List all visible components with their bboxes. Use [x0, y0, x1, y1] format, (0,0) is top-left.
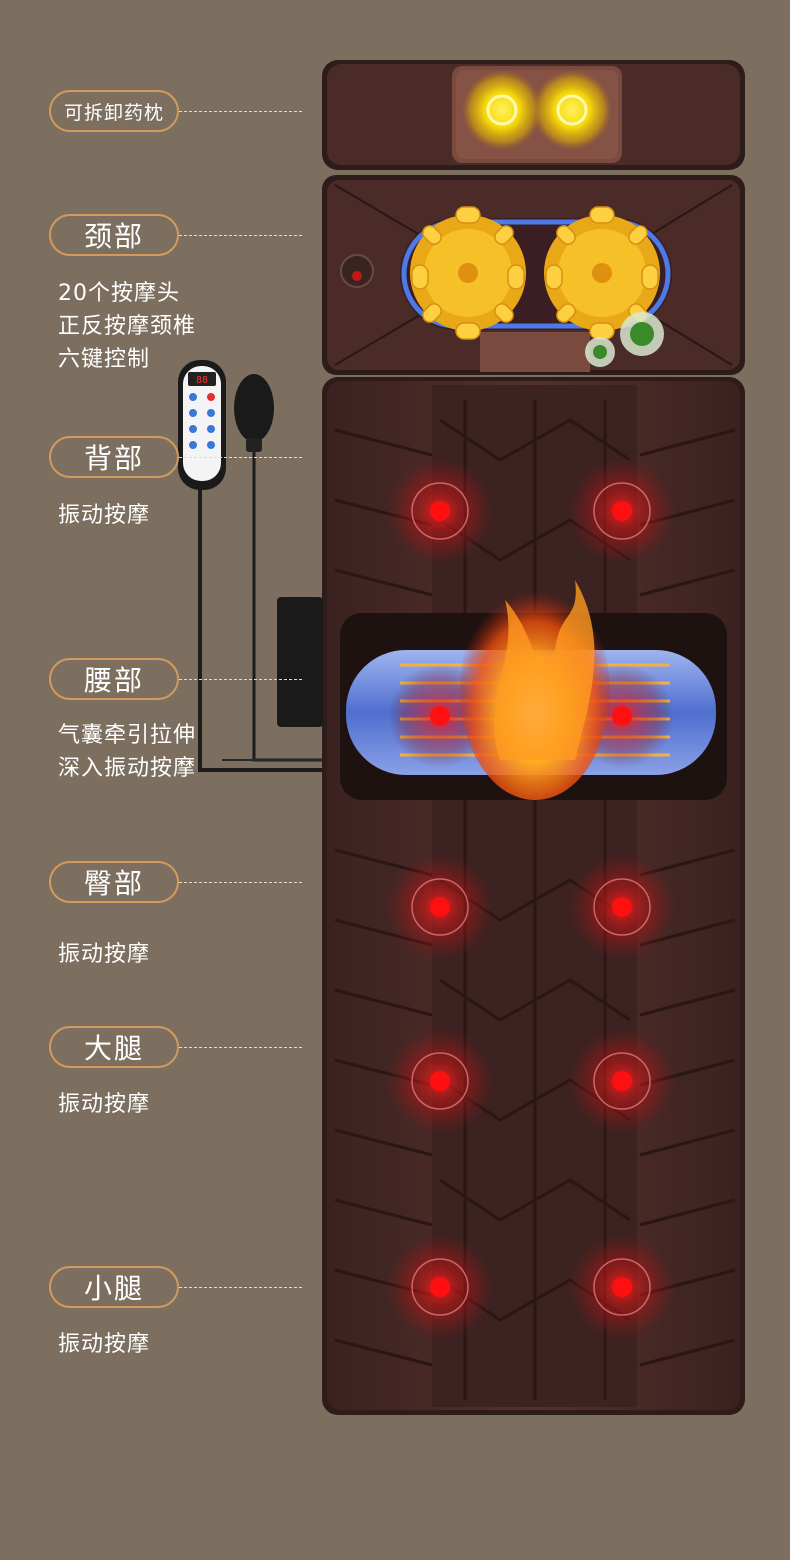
desc-neck: 20个按摩头 正反按摩颈椎 六键控制 — [58, 277, 196, 376]
desc-waist-line-2: 深入振动按摩 — [58, 756, 197, 781]
pointer-neck — [179, 235, 302, 236]
desc-hip: 振动按摩 — [58, 942, 151, 967]
desc-waist-line-1: 气囊牵引拉伸 — [58, 723, 197, 748]
label-calf: 小腿 — [49, 1266, 179, 1308]
label-pillow: 可拆卸药枕 — [49, 90, 179, 132]
label-hip: 臀部 — [49, 861, 179, 903]
label-thigh: 大腿 — [49, 1026, 179, 1068]
desc-neck-line-2: 正反按摩颈椎 — [58, 314, 197, 339]
label-back: 背部 — [49, 436, 179, 478]
desc-waist: 气囊牵引拉伸 深入振动按摩 — [58, 719, 196, 785]
label-waist: 腰部 — [49, 658, 179, 700]
pointer-hip — [179, 882, 302, 883]
pointer-thigh — [179, 1047, 302, 1048]
desc-neck-line-3: 六键控制 — [58, 347, 151, 372]
remote-display: 88 — [196, 375, 208, 386]
desc-calf: 振动按摩 — [58, 1332, 151, 1357]
pointer-back — [179, 457, 302, 458]
desc-thigh: 振动按摩 — [58, 1092, 151, 1117]
pointer-waist — [179, 679, 302, 680]
pointer-pillow — [179, 111, 302, 112]
desc-back: 振动按摩 — [58, 503, 151, 528]
pointer-calf — [179, 1287, 302, 1288]
desc-neck-line-1: 20个按摩头 — [58, 281, 180, 306]
label-neck: 颈部 — [49, 214, 179, 256]
